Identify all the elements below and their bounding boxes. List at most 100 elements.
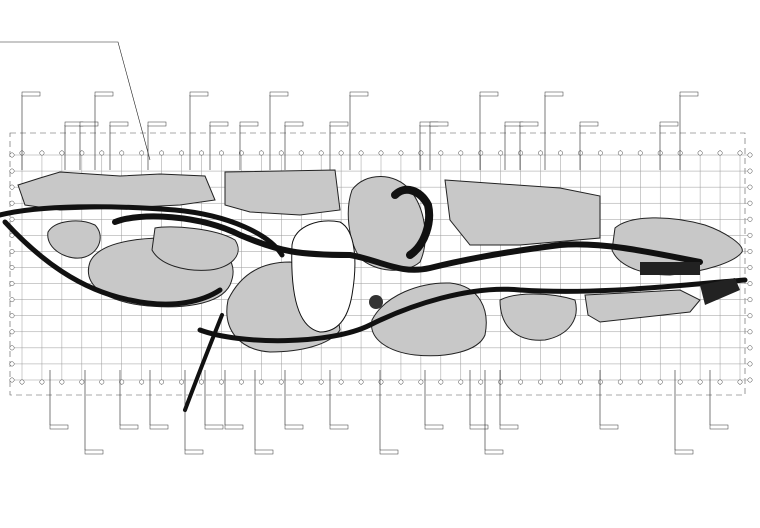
circulation-roads — [0, 185, 748, 412]
grid-axis-bubble — [79, 150, 85, 156]
grid-axis-bubble — [59, 379, 65, 385]
callout-tag — [224, 424, 244, 430]
building-volume-east-strip — [584, 289, 701, 323]
grid-axis-bubble — [498, 150, 504, 156]
callout-tag — [284, 424, 304, 430]
road-west-south — [2, 219, 223, 307]
grid-axis-bubble — [538, 379, 544, 385]
callout-tag — [254, 449, 274, 455]
grid-axis-bubble — [747, 361, 753, 367]
ramp-dark-wedge — [700, 278, 740, 305]
road-central-curve — [112, 213, 703, 273]
grid-axis-bubble — [747, 377, 753, 383]
grid-axis-bubble — [498, 379, 504, 385]
road-west-loop — [0, 204, 285, 258]
callout-tag — [204, 424, 224, 430]
grid-axis-bubble — [637, 379, 643, 385]
grid-axis-bubble — [398, 150, 404, 156]
building-volume-south-oval — [371, 282, 487, 357]
grid-axis-bubble — [577, 150, 583, 156]
grid-axis-bubble — [747, 313, 753, 319]
grid-axis-bubble — [99, 150, 105, 156]
grid-axis-bubble — [79, 379, 85, 385]
callout-tag — [149, 424, 169, 430]
plan-details — [369, 262, 740, 309]
callout-tag — [579, 121, 599, 127]
grid-axis-bubble — [9, 200, 15, 206]
callout-tag — [239, 121, 259, 127]
callout-tag — [674, 449, 694, 455]
grid-axis-bubble — [747, 200, 753, 206]
grid-axis-bubble — [119, 150, 125, 156]
grid-axis-bubble — [657, 379, 663, 385]
courtyard-oval — [291, 220, 356, 333]
callout-tag — [79, 121, 99, 127]
road-south-spur — [183, 313, 224, 412]
road-south-curve — [197, 277, 748, 344]
grid-axis-bubble — [747, 329, 753, 335]
building-volume-west-bar — [17, 171, 216, 211]
grid-axis-bubble — [518, 150, 524, 156]
building-volume-east-lens — [611, 217, 743, 276]
callout-tag — [544, 91, 564, 97]
grid-axis-bubble — [9, 329, 15, 335]
callout-tag — [679, 91, 699, 97]
callout-tag — [379, 449, 399, 455]
grid-axis-bubble — [747, 216, 753, 222]
grid-axis-bubble — [717, 379, 723, 385]
grid-axis-bubble — [179, 379, 185, 385]
building-volume-small-oval — [47, 220, 101, 259]
grid-axis-bubble — [458, 379, 464, 385]
grid-axis-bubble — [577, 379, 583, 385]
annotation-callouts — [21, 91, 729, 455]
grid-axis-bubble — [617, 150, 623, 156]
grid-axis-bubble — [39, 150, 45, 156]
callout-tag — [499, 424, 519, 430]
grid-axis-bubble — [478, 379, 484, 385]
building-volume-east-block — [444, 179, 601, 246]
callout-tag — [429, 121, 449, 127]
callout-tag — [349, 91, 369, 97]
grid-axis-bubble — [199, 379, 204, 385]
grid-axis-bubble — [747, 297, 753, 303]
callout-tag — [94, 91, 114, 97]
grid-axis-bubble — [179, 150, 185, 156]
grid-axis-bubble — [258, 150, 264, 156]
grid-axis-bubble — [9, 297, 15, 303]
grid-axis-bubble — [298, 379, 304, 385]
grid-axis-bubble — [458, 150, 464, 156]
grid-axis-bubble — [518, 379, 524, 385]
grid-axis-bubble — [199, 150, 204, 156]
callout-tag — [109, 121, 129, 127]
building-volume-center-west — [151, 226, 239, 271]
callout-tag — [659, 121, 679, 127]
grid-axis-bubble — [59, 150, 65, 156]
grid-axis-bubble — [318, 150, 324, 156]
grid-axis-bubble — [9, 168, 15, 174]
callout-tag — [709, 424, 729, 430]
grid-axis-bubble — [318, 379, 324, 385]
zone-outline-dashed — [9, 132, 746, 396]
grid-axis-bubble — [677, 379, 683, 385]
grid-axis-bubble — [747, 248, 753, 254]
grid-axis-bubble — [747, 232, 753, 238]
callout-tag — [599, 424, 619, 430]
grid-axis-bubble — [737, 379, 743, 385]
grid-axis-bubble — [298, 150, 304, 156]
callout-tag — [479, 91, 499, 97]
grid-axis-bubble — [378, 379, 384, 385]
callout-tag — [284, 121, 304, 127]
grid-axis-bubble — [747, 281, 753, 287]
stair-dark-block — [640, 262, 700, 275]
callout-tag — [424, 424, 444, 430]
grid-axis-bubble — [218, 379, 224, 385]
grid-axis-bubble — [438, 150, 444, 156]
callout-tag — [21, 91, 41, 97]
grid-axis-bubble — [338, 150, 344, 156]
grid-axis-bubble — [39, 379, 45, 385]
callout-tag — [209, 121, 229, 127]
callout-tag — [184, 449, 204, 455]
grid-axis-bubble — [159, 379, 165, 385]
grid-axis-bubble — [418, 379, 424, 385]
